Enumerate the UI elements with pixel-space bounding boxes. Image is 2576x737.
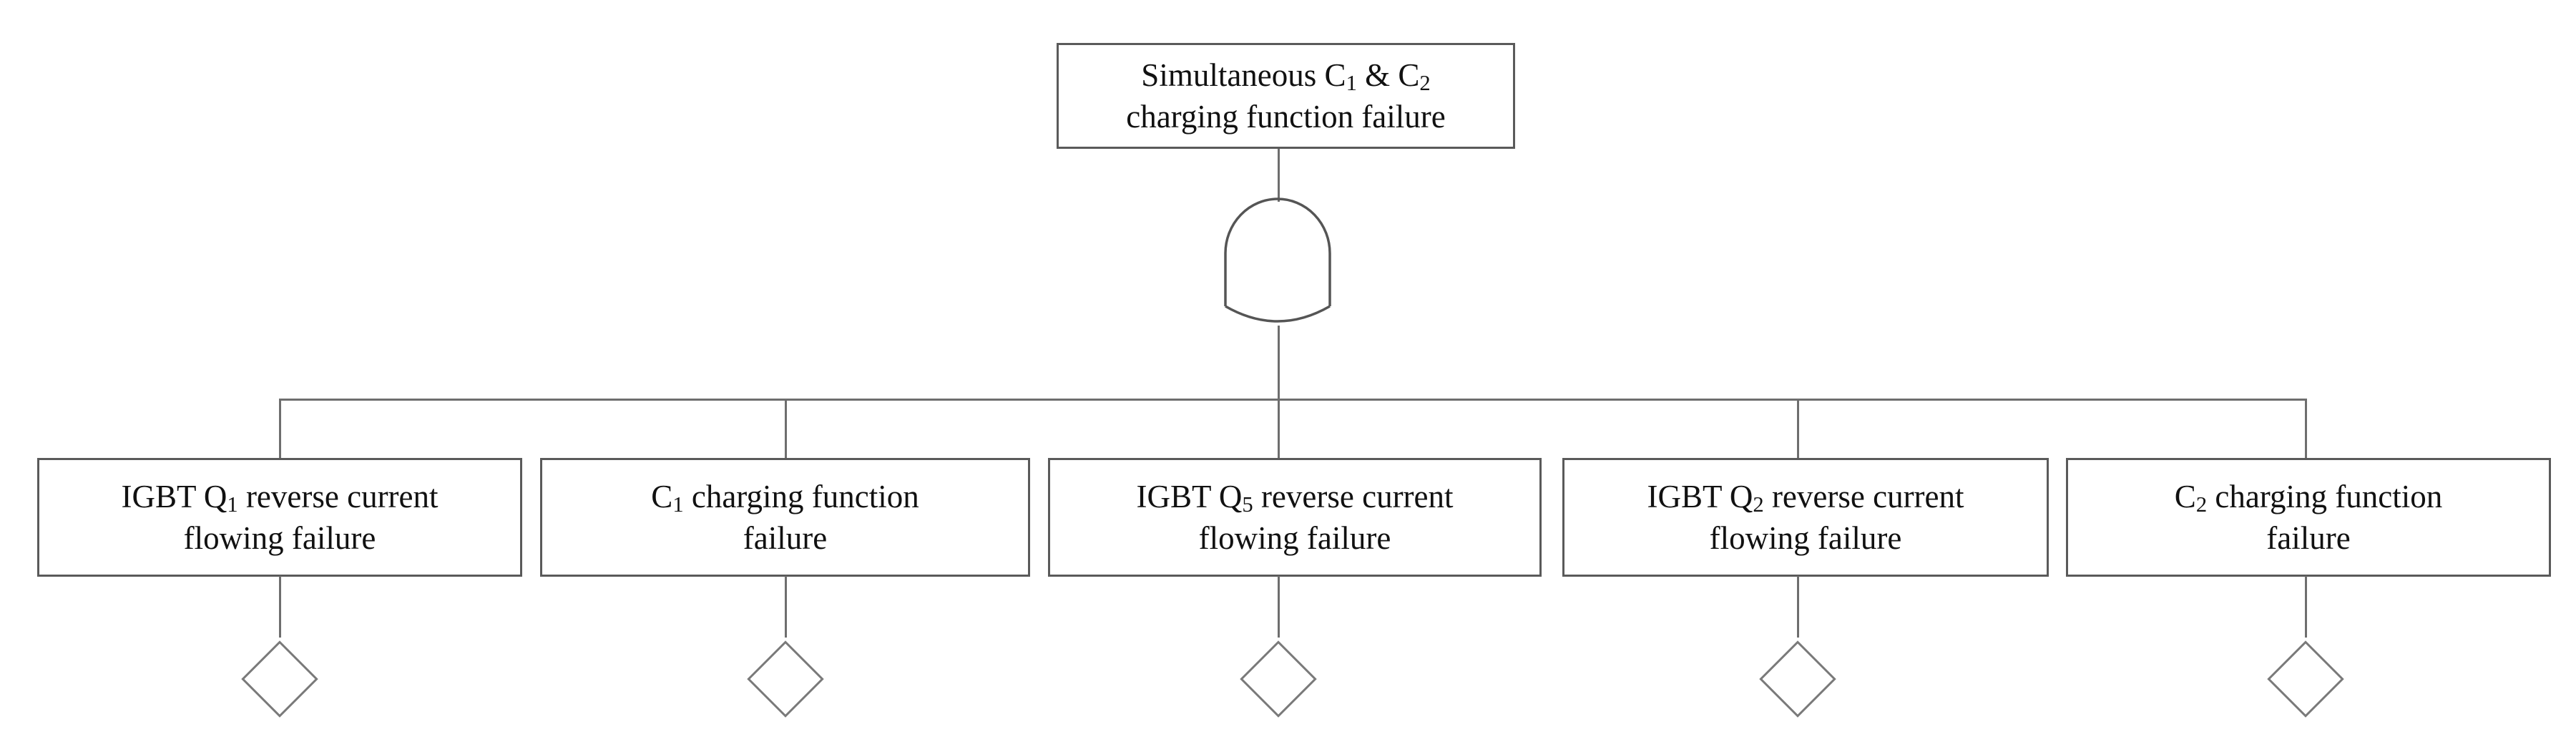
connector-leaf-1-to-diamond [279, 576, 281, 638]
top-event-line-1: Simultaneous C1 & C2 [1141, 57, 1431, 96]
leaf-event-box-1: IGBT Q1 reverse current flowing failure [37, 458, 522, 577]
undeveloped-event-diamond-4 [1759, 640, 1836, 718]
leaf-4-line-1: IGBT Q2 reverse current [1647, 478, 1964, 517]
bus-drop-4 [1797, 399, 1799, 459]
undeveloped-event-diamond-3 [1240, 640, 1317, 718]
connector-leaf-2-to-diamond [785, 576, 787, 638]
top-event-box: Simultaneous C1 & C2 charging function f… [1057, 43, 1515, 149]
leaf-1-line-1: IGBT Q1 reverse current [121, 478, 439, 517]
subscript-q5: 5 [1242, 492, 1253, 517]
leaf-event-box-3: IGBT Q5 reverse current flowing failure [1048, 458, 1542, 577]
horizontal-bus [279, 399, 2306, 401]
leaf-event-label-1: IGBT Q1 reverse current flowing failure [46, 476, 513, 560]
and-gate-icon [1224, 197, 1331, 323]
leaf-3-line-1: IGBT Q5 reverse current [1136, 478, 1454, 517]
leaf-5-line-2: failure [2266, 520, 2351, 556]
subscript-c2-leaf: 2 [2195, 492, 2208, 517]
leaf-5-line-1: C2 charging function [2174, 478, 2443, 517]
undeveloped-event-diamond-1 [241, 640, 318, 718]
leaf-event-label-3: IGBT Q5 reverse current flowing failure [1057, 476, 1532, 560]
connector-leaf-3-to-diamond [1278, 576, 1280, 638]
leaf-4-line-2: flowing failure [1709, 520, 1902, 556]
subscript-c1-leaf: 1 [672, 492, 684, 517]
top-event-line-2: charging function failure [1126, 99, 1446, 135]
leaf-3-line-2: flowing failure [1198, 520, 1391, 556]
subscript-c1: 1 [1346, 71, 1357, 96]
bus-drop-2 [785, 399, 787, 459]
leaf-event-label-5: C2 charging function failure [2075, 476, 2542, 560]
and-gate [1224, 197, 1331, 346]
subscript-q2: 2 [1753, 492, 1764, 517]
bus-drop-5 [2305, 399, 2307, 459]
top-event-label: Simultaneous C1 & C2 charging function f… [1066, 54, 1506, 138]
leaf-event-label-2: C1 charging function failure [549, 476, 1021, 560]
leaf-2-line-1: C1 charging function [651, 478, 919, 517]
connector-top-event-to-gate [1278, 149, 1280, 202]
connector-gate-to-bus [1278, 326, 1280, 400]
leaf-event-box-4: IGBT Q2 reverse current flowing failure [1562, 458, 2049, 577]
leaf-event-box-2: C1 charging function failure [540, 458, 1030, 577]
connector-leaf-4-to-diamond [1797, 576, 1799, 638]
bus-drop-3 [1278, 399, 1280, 459]
leaf-1-line-2: flowing failure [183, 520, 376, 556]
bus-drop-1 [279, 399, 281, 459]
leaf-event-box-5: C2 charging function failure [2066, 458, 2551, 577]
undeveloped-event-diamond-5 [2267, 640, 2344, 718]
connector-leaf-5-to-diamond [2305, 576, 2307, 638]
leaf-event-label-4: IGBT Q2 reverse current flowing failure [1572, 476, 2039, 560]
leaf-2-line-2: failure [743, 520, 828, 556]
undeveloped-event-diamond-2 [747, 640, 824, 718]
subscript-q1: 1 [227, 492, 238, 517]
subscript-c2: 2 [1419, 71, 1431, 96]
